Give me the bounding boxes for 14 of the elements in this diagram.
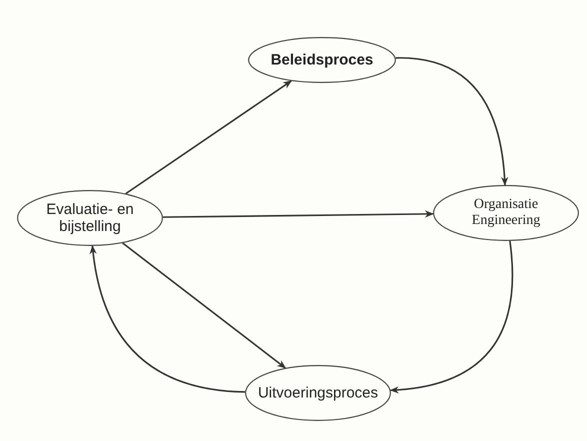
arrow xyxy=(390,240,513,394)
node-label: Evaluatie- en bijstelling xyxy=(45,200,135,236)
arrow xyxy=(162,210,434,218)
arrow xyxy=(396,57,508,186)
node-label: Uitvoeringsproces xyxy=(256,384,380,402)
arrow xyxy=(125,80,292,194)
process-ellipse xyxy=(245,365,391,421)
node-label: Organisatie Engineering xyxy=(470,196,542,230)
arrow xyxy=(122,242,286,369)
process-ellipse xyxy=(248,37,396,83)
process-ellipse xyxy=(433,185,579,241)
arrow xyxy=(90,245,246,393)
node-label: Beleidsproces xyxy=(270,51,374,69)
process-ellipse xyxy=(17,190,163,246)
